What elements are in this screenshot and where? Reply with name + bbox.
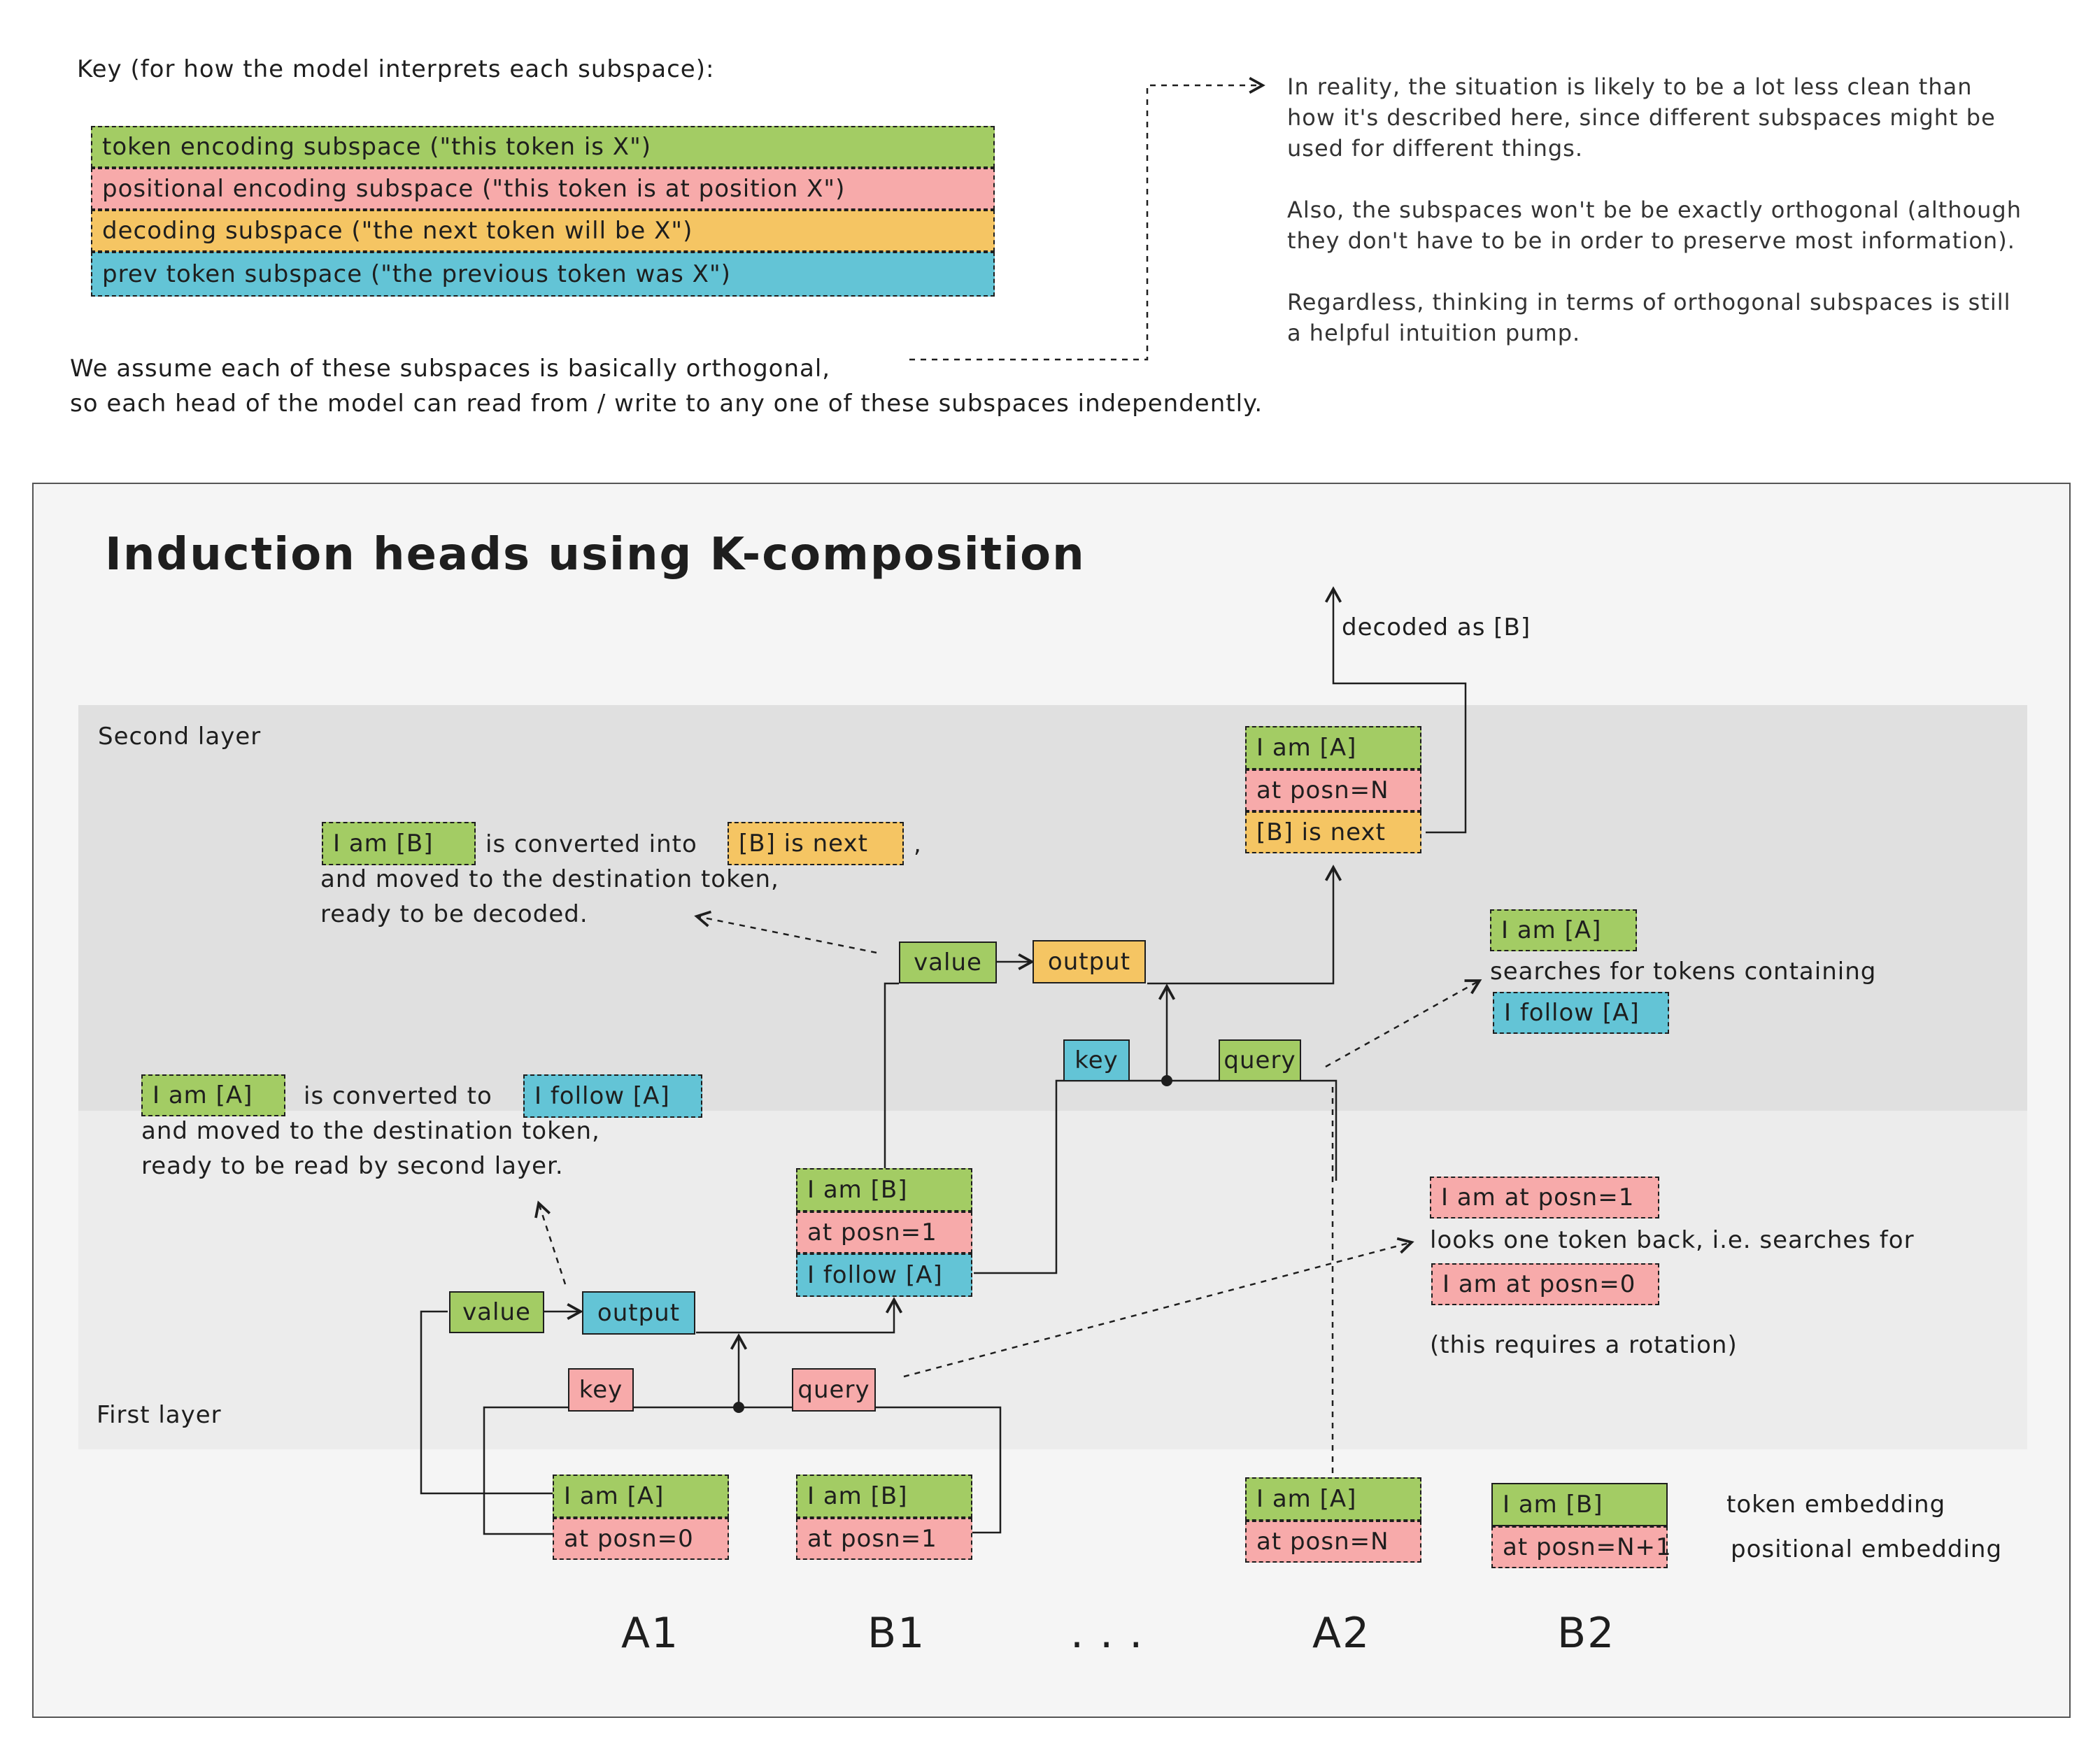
token-label-a2: A2 [1312, 1609, 1371, 1658]
b2-pos-embedding: at posn=N+1 [1491, 1526, 1671, 1568]
l2-query-box: query [1219, 1039, 1301, 1081]
a1-pos-embedding: at posn=0 [553, 1518, 729, 1560]
wire-decoded [1324, 586, 1467, 834]
a2-token-embedding: I am [A] [1245, 1477, 1421, 1521]
l2-note-line3: ready to be decoded. [320, 900, 588, 928]
wire-b1prev-to-key [974, 1079, 1338, 1274]
first-layer-label: First layer [97, 1401, 222, 1429]
l2-note-box-bnext: [B] is next [728, 822, 904, 865]
b1-pos-embedding: at posn=1 [796, 1518, 972, 1560]
key-item-prev-token: prev token subspace ("the previous token… [91, 252, 995, 297]
token-label-ellipsis: . . . [1070, 1609, 1144, 1658]
l2-query-note-line2: searches for tokens containing [1490, 958, 1877, 986]
second-layer-label: Second layer [98, 723, 262, 751]
l2-key-box: key [1063, 1039, 1130, 1081]
note-p3-l2: a helpful intuition pump. [1287, 320, 1581, 346]
l1-note-line3: ready to be read by second layer. [141, 1152, 564, 1180]
l2-note-comma: , [914, 830, 922, 858]
token-label-a1: A1 [621, 1609, 680, 1658]
l1-junction-dot [733, 1402, 744, 1413]
note-p1-l2: how it's described here, since different… [1287, 104, 1996, 131]
positional-embedding-label: positional embedding [1731, 1535, 2003, 1563]
key-heading: Key (for how the model interprets each s… [77, 55, 715, 83]
wire-a1-to-value [420, 1310, 553, 1495]
l1-note-box-ifollowa: I follow [A] [523, 1074, 702, 1118]
note-connector [909, 76, 1265, 361]
wire-output-to-a2 [1147, 865, 1342, 985]
token-label-b1: B1 [867, 1609, 926, 1658]
l2-output-box: output [1033, 940, 1146, 983]
l1-note-line2: and moved to the destination token, [141, 1117, 600, 1145]
assumption-line-1: We assume each of these subspaces is bas… [70, 355, 831, 383]
l1-note-mid: is converted to [304, 1082, 492, 1110]
key-item-decoding: decoding subspace ("the next token will … [91, 210, 995, 252]
l1-value-box: value [449, 1291, 544, 1333]
pointer-l2-value-note [694, 910, 877, 954]
l2-note-line2: and moved to the destination token, [320, 865, 779, 893]
a2-l2-pos: at posn=N [1245, 769, 1421, 811]
b1-token-embedding: I am [B] [796, 1475, 972, 1518]
l1-query-note-line2: looks one token back, i.e. searches for [1430, 1226, 1915, 1254]
b2-token-embedding: I am [B] [1491, 1483, 1668, 1526]
second-layer-band [78, 705, 2027, 1111]
a1-token-embedding: I am [A] [553, 1475, 729, 1518]
l1-query-box: query [792, 1368, 876, 1412]
first-layer-band [78, 1111, 2027, 1449]
note-p2-l2: they don't have to be in order to preser… [1287, 227, 2015, 254]
pointer-l2-query-note [1325, 979, 1482, 1068]
l2-query-note-ifollowa: I follow [A] [1493, 992, 1669, 1034]
l2-note-box-iamb: I am [B] [322, 822, 476, 865]
decoded-label: decoded as [B] [1342, 613, 1531, 641]
l1-output-box: output [582, 1291, 695, 1335]
a2-l2-decode: [B] is next [1245, 811, 1421, 853]
l1-query-note-posn0: I am at posn=0 [1431, 1263, 1659, 1305]
l2-query-note-iama: I am [A] [1490, 909, 1637, 951]
l1-key-box: key [568, 1368, 634, 1412]
token-embedding-label: token embedding [1726, 1491, 1946, 1519]
b1-l1-token: I am [B] [796, 1168, 972, 1211]
l1-query-note-line4: (this requires a rotation) [1430, 1331, 1738, 1359]
key-item-token-encoding: token encoding subspace ("this token is … [91, 126, 995, 168]
pointer-l1-query-note [903, 1237, 1414, 1378]
wire-output-to-b1 [696, 1297, 903, 1334]
wire-b1-to-value [884, 982, 899, 1168]
l2-note-mid: is converted into [485, 830, 697, 858]
l2-value-box: value [899, 941, 997, 983]
note-p3-l1: Regardless, thinking in terms of orthogo… [1287, 289, 2011, 315]
a2-pos-embedding: at posn=N [1245, 1521, 1421, 1563]
note-p1-l1: In reality, the situation is likely to b… [1287, 73, 1973, 100]
b1-l1-pos: at posn=1 [796, 1211, 972, 1253]
a2-l2-token: I am [A] [1245, 726, 1421, 769]
key-item-positional-encoding: positional encoding subspace ("this toke… [91, 168, 995, 210]
note-p1-l3: used for different things. [1287, 135, 1584, 162]
token-label-b2: B2 [1557, 1609, 1616, 1658]
assumption-line-2: so each head of the model can read from … [70, 390, 1263, 418]
diagram-title: Induction heads using K-composition [105, 529, 1086, 581]
b1-l1-prev: I follow [A] [796, 1253, 972, 1297]
l2-junction-dot [1161, 1075, 1172, 1086]
note-p2-l1: Also, the subspaces won't be be exactly … [1287, 197, 2022, 223]
pointer-l1-value-note [534, 1200, 567, 1285]
l1-query-note-posn1: I am at posn=1 [1430, 1177, 1659, 1218]
l1-note-box-iama: I am [A] [141, 1074, 285, 1116]
